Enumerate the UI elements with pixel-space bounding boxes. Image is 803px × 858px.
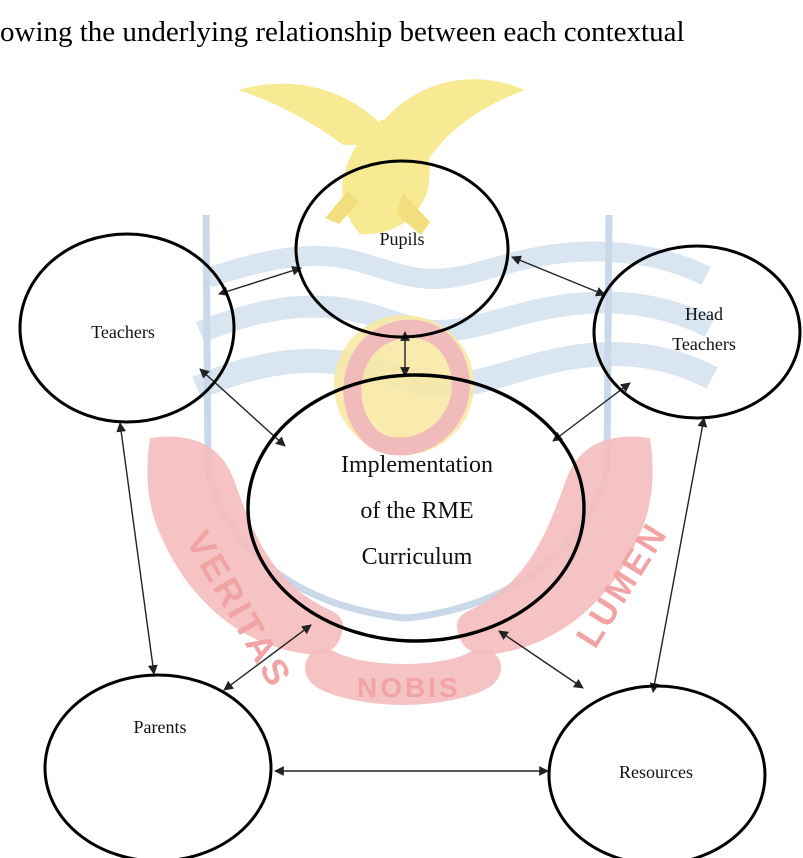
resources-circle xyxy=(547,684,767,858)
node-pupils: Pupils xyxy=(294,159,510,339)
implementation-label-line-1: Implementation xyxy=(341,452,493,478)
watermark-ribbon-bottom xyxy=(305,648,501,705)
caption-line: owing the underlying relationship betwee… xyxy=(0,16,685,48)
emblem-symbol-watermark xyxy=(343,319,470,456)
resources-label-line-1: Resources xyxy=(619,762,693,782)
edge-head-teachers-implementation xyxy=(552,382,631,442)
head-teachers-circle xyxy=(592,244,802,420)
head-teachers-label-line-1: Head xyxy=(685,304,723,324)
eagle-foot-watermark xyxy=(396,193,430,235)
node-parents: Parents xyxy=(43,673,273,858)
parents-label-line-1: Parents xyxy=(134,717,187,737)
implementation-label-line-3: Curriculum xyxy=(362,544,473,570)
edge-pupils-head-teachers xyxy=(511,255,606,297)
teachers-circle xyxy=(18,232,236,424)
node-resources: Resources xyxy=(547,684,767,858)
edge-teachers-parents xyxy=(116,422,158,675)
head-teachers-label-line-2: Teachers xyxy=(672,334,736,354)
edge-parents-implementation xyxy=(223,624,312,691)
watermark-nobis-text: NOBIS xyxy=(357,672,461,703)
watermark-ribbon-right xyxy=(456,436,653,655)
edge-head-teachers-resources xyxy=(649,417,708,693)
node-head-teachers: Head Teachers xyxy=(592,244,802,420)
parents-circle xyxy=(43,673,273,858)
edge-resources-implementation xyxy=(498,630,584,689)
node-implementation: Implementation of the RME Curriculum xyxy=(246,373,586,643)
edge-teachers-pupils xyxy=(218,265,302,297)
pupils-circle xyxy=(294,159,510,339)
node-teachers: Teachers xyxy=(18,232,236,424)
teachers-label-line-1: Teachers xyxy=(91,322,155,342)
edge-teachers-implementation xyxy=(199,368,286,447)
eagle-foot-watermark-left xyxy=(325,191,359,224)
implementation-circle xyxy=(246,373,586,643)
implementation-label-line-2: of the RME xyxy=(360,498,473,524)
watermark-stripe-1 xyxy=(204,241,711,290)
pupils-label-line-1: Pupils xyxy=(379,229,424,249)
